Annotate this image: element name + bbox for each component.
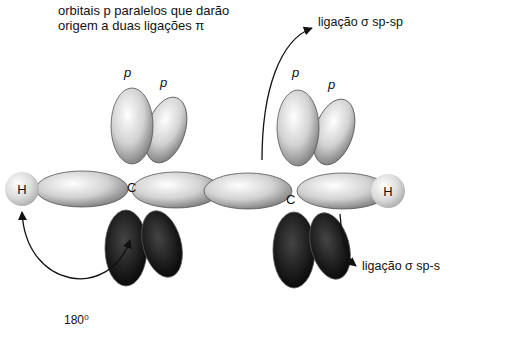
- orbital-label: p: [124, 66, 131, 81]
- bond-label: ligação σ sp-sp: [318, 15, 403, 29]
- caption-note: orbitais p paralelos que darão origem a …: [58, 4, 263, 34]
- p-lobe: [111, 88, 153, 164]
- hydrogen-atom: H: [5, 172, 39, 206]
- sp-lobe: [204, 173, 292, 209]
- hydrogen-atom: H: [371, 174, 405, 208]
- orbital-label: p: [160, 76, 167, 91]
- angle-label: 180⁰: [64, 314, 89, 328]
- atom-symbol: H: [17, 182, 26, 197]
- atom-label: C: [127, 181, 136, 196]
- p-lobe: [105, 210, 147, 286]
- atom-symbol: H: [383, 184, 392, 199]
- bond-label: ligação σ sp-s: [362, 259, 440, 273]
- p-lobe: [273, 212, 315, 288]
- orbital-label: p: [292, 66, 299, 81]
- leader-arrow: [262, 28, 312, 160]
- p-lobe: [303, 208, 357, 284]
- sp-lobe: [36, 171, 128, 207]
- angle-arc: [22, 212, 130, 279]
- orbital-label: p: [328, 78, 335, 93]
- p-lobe: [277, 90, 319, 166]
- atom-label: C: [286, 193, 295, 208]
- leader-arrow: [340, 214, 356, 266]
- p-lobe: [135, 206, 189, 282]
